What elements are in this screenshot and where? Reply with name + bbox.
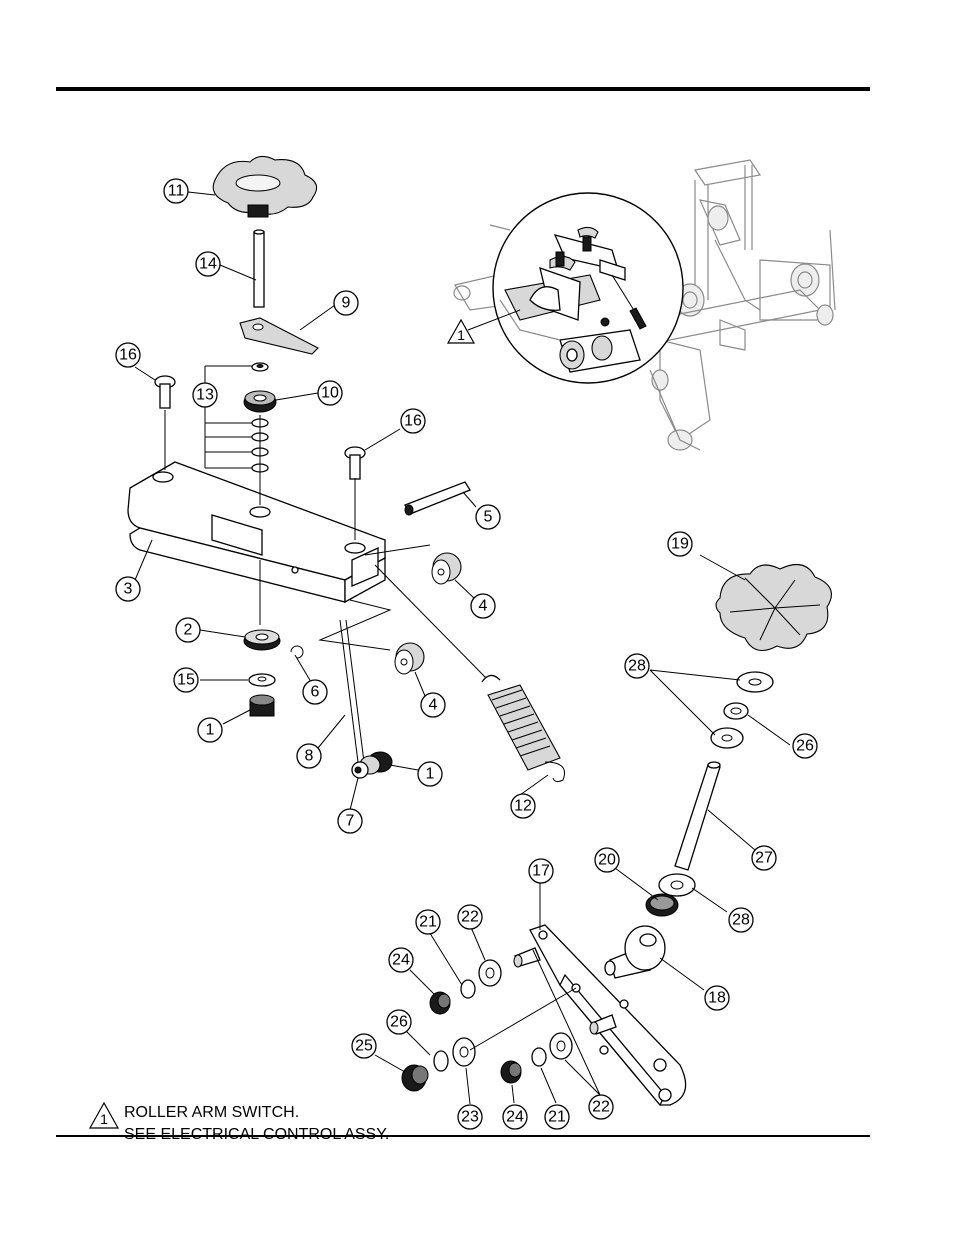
callout: 22 bbox=[458, 905, 482, 929]
callout-label: 24 bbox=[392, 952, 410, 969]
callout-label: 7 bbox=[346, 813, 355, 830]
callout-label: 10 bbox=[321, 385, 339, 402]
callout-label: 22 bbox=[592, 1099, 610, 1116]
note-line-1: ROLLER ARM SWITCH. bbox=[124, 1104, 299, 1121]
callout: 7 bbox=[338, 809, 362, 833]
callout-label: 21 bbox=[548, 1109, 566, 1126]
callout: 3 bbox=[116, 577, 140, 601]
callout: 5 bbox=[476, 505, 500, 529]
callout: 15 bbox=[174, 668, 198, 692]
callout: 26 bbox=[387, 1010, 411, 1034]
callout-label: 14 bbox=[199, 256, 217, 273]
callout: 27 bbox=[752, 846, 776, 870]
note-line-2: SEE ELECTRICAL CONTROL ASSY. bbox=[124, 1126, 389, 1143]
callout: 26 bbox=[793, 734, 817, 758]
callout: 10 bbox=[318, 381, 342, 405]
callout: 28 bbox=[729, 908, 753, 932]
callout-label: 26 bbox=[796, 738, 814, 755]
callout: 4 bbox=[471, 594, 495, 618]
callout-label: 8 bbox=[305, 748, 314, 765]
callout-label: 13 bbox=[196, 387, 214, 404]
note-marker: 1 bbox=[100, 1111, 108, 1127]
callout: 9 bbox=[334, 291, 358, 315]
callout: 21 bbox=[545, 1105, 569, 1129]
callout-label: 15 bbox=[177, 672, 195, 689]
callout-label: 5 bbox=[484, 509, 493, 526]
callout: 28 bbox=[625, 654, 649, 678]
callout: 24 bbox=[503, 1105, 527, 1129]
callout-label: 23 bbox=[461, 1109, 479, 1126]
callout: 25 bbox=[352, 1034, 376, 1058]
callout-label: 17 bbox=[532, 863, 550, 880]
callout: 22 bbox=[589, 1095, 613, 1119]
callout-label: 24 bbox=[506, 1109, 524, 1126]
callout: 20 bbox=[595, 848, 619, 872]
callout-label: 28 bbox=[732, 912, 750, 929]
callout: 19 bbox=[668, 532, 692, 556]
callout-label: 12 bbox=[514, 798, 532, 815]
callout-label: 19 bbox=[671, 536, 689, 553]
callout-label: 28 bbox=[628, 658, 646, 675]
header-rule bbox=[56, 87, 870, 91]
callout-label: 22 bbox=[461, 909, 479, 926]
callout: 18 bbox=[705, 986, 729, 1010]
callout: 14 bbox=[196, 252, 220, 276]
location-view: 1 bbox=[448, 160, 835, 450]
inset-marker-label: 1 bbox=[457, 327, 465, 343]
note: 1 ROLLER ARM SWITCH. SEE ELECTRICAL CONT… bbox=[90, 1103, 389, 1143]
right-assembly bbox=[402, 565, 831, 1106]
callout-label: 3 bbox=[124, 581, 133, 598]
callout-label: 1 bbox=[206, 722, 215, 739]
callout: 13 bbox=[193, 383, 217, 407]
callout: 11 bbox=[164, 179, 188, 203]
callout-label: 2 bbox=[184, 622, 193, 639]
callout-label: 16 bbox=[119, 347, 137, 364]
callout-label: 1 bbox=[426, 766, 435, 783]
callout: 8 bbox=[297, 744, 321, 768]
callout-label: 16 bbox=[404, 413, 422, 430]
callout: 23 bbox=[458, 1105, 482, 1129]
callout: 12 bbox=[511, 794, 535, 818]
callout: 2 bbox=[176, 618, 200, 642]
callout-label: 26 bbox=[390, 1014, 408, 1031]
callout: 4 bbox=[421, 693, 445, 717]
callout-label: 11 bbox=[168, 183, 185, 200]
callout-label: 25 bbox=[355, 1038, 373, 1055]
callout-label: 4 bbox=[479, 598, 488, 615]
callout: 16 bbox=[401, 409, 425, 433]
callout: 1 bbox=[418, 762, 442, 786]
callout: 6 bbox=[303, 680, 327, 704]
callout: 17 bbox=[529, 859, 553, 883]
callout-label: 9 bbox=[342, 295, 351, 312]
callout-label: 20 bbox=[598, 852, 616, 869]
callout: 16 bbox=[116, 343, 140, 367]
callout: 24 bbox=[389, 948, 413, 972]
callout-label: 27 bbox=[755, 850, 773, 867]
callout: 1 bbox=[198, 718, 222, 742]
callout-label: 4 bbox=[429, 697, 438, 714]
callout-label: 18 bbox=[708, 990, 726, 1007]
callout: 21 bbox=[416, 910, 440, 934]
callout-label: 21 bbox=[419, 914, 437, 931]
callout-label: 6 bbox=[311, 684, 320, 701]
